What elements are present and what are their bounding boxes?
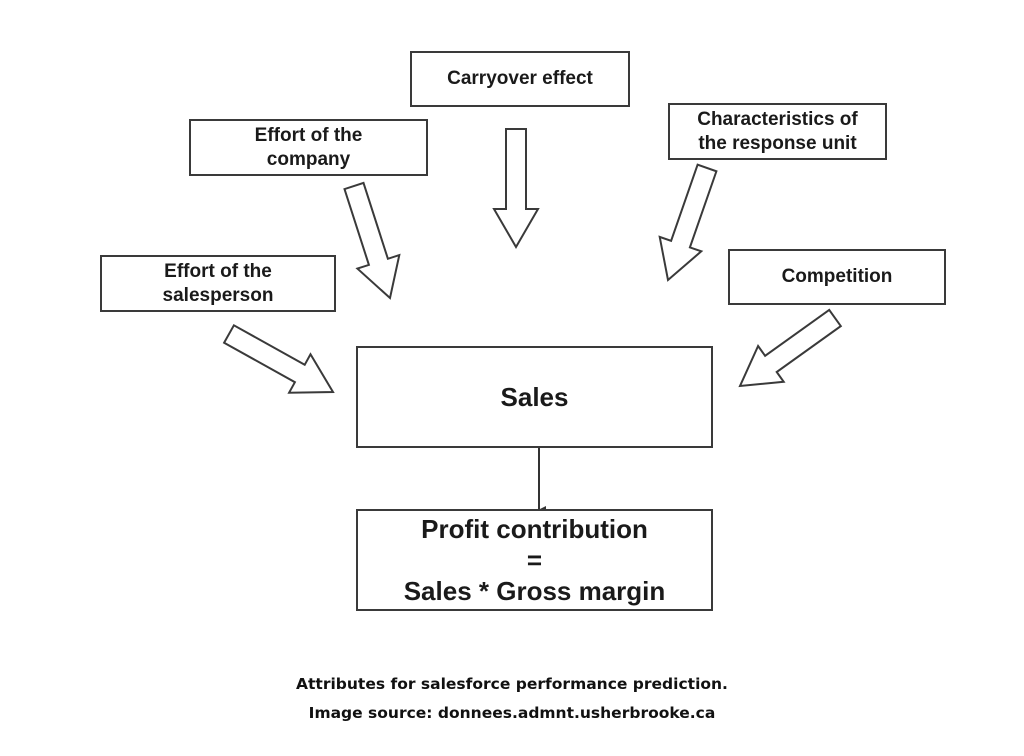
node-sales: Sales [356, 346, 713, 448]
node-competition-label: Competition [781, 266, 893, 287]
node-carryover-effect: Carryover effect [410, 51, 630, 107]
company-to-sales-arrow [343, 181, 401, 300]
node-effort-of-salesperson-label: Effort of the salesperson [162, 260, 274, 306]
node-sales-label: Sales [500, 381, 569, 412]
competition-to-sales-arrow [738, 308, 843, 388]
node-effort-of-salesperson: Effort of the salesperson [100, 255, 336, 312]
carryover-to-sales-arrow [492, 128, 540, 249]
node-profit-contribution-label: Profit contribution = Sales * Gross marg… [403, 513, 666, 606]
node-carryover-effect-label: Carryover effect [447, 68, 593, 89]
node-competition: Competition [728, 249, 946, 305]
node-characteristics-response-unit: Characteristics of the response unit [668, 103, 887, 160]
node-profit-contribution: Profit contribution = Sales * Gross marg… [356, 509, 713, 611]
salesperson-to-sales-arrow [222, 323, 335, 394]
node-effort-of-company: Effort of the company [189, 119, 428, 176]
characteristics-to-sales-arrow [658, 163, 718, 282]
caption-title: Attributes for salesforce performance pr… [296, 675, 728, 693]
node-characteristics-response-unit-label: Characteristics of the response unit [697, 108, 858, 154]
node-effort-of-company-label: Effort of the company [254, 124, 363, 170]
caption-source: Image source: donnees.admnt.usherbrooke.… [308, 704, 716, 722]
